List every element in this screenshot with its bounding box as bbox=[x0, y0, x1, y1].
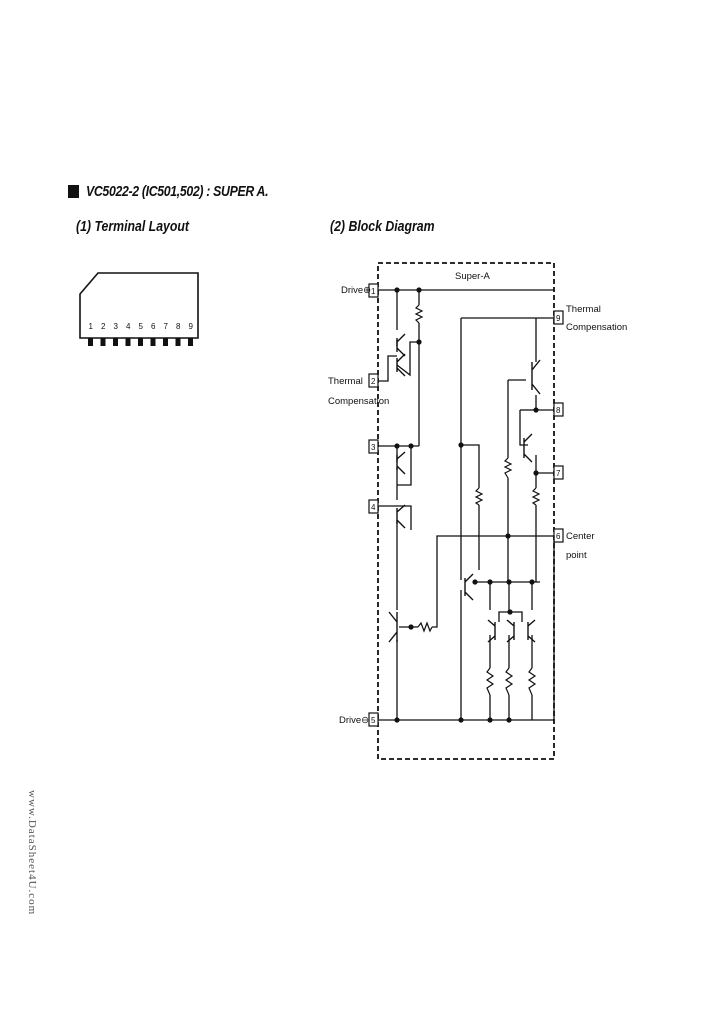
super-a-label: Super-A bbox=[455, 271, 491, 282]
terminal-number: 2 bbox=[371, 377, 376, 386]
center-point-label-line2: point bbox=[566, 550, 587, 561]
terminal-boxes bbox=[368, 283, 564, 727]
thermal-label-right-line1: Thermal bbox=[566, 304, 601, 315]
pin-number: 8 bbox=[176, 322, 181, 331]
terminal-numbers: 1 2 3 4 5 9 8 7 6 bbox=[371, 287, 561, 725]
pin-number: 3 bbox=[114, 322, 119, 331]
center-point-label-line1: Center bbox=[566, 531, 595, 542]
terminal-layout-heading: (1) Terminal Layout bbox=[76, 218, 190, 235]
terminal-number: 9 bbox=[556, 314, 561, 323]
terminal-number: 3 bbox=[371, 443, 376, 452]
terminal-number: 5 bbox=[371, 716, 376, 725]
drive-plus-label: Drive⊕ bbox=[341, 285, 371, 296]
circuit-wiring bbox=[378, 289, 555, 721]
terminal-number: 1 bbox=[371, 287, 376, 296]
thermal-label-left-line1: Thermal bbox=[328, 376, 363, 387]
bullet-square-icon bbox=[68, 185, 79, 198]
terminal-number: 6 bbox=[556, 532, 561, 541]
super-a-dashed-box bbox=[377, 262, 555, 760]
watermark-text: www.DataSheet4U.com bbox=[26, 790, 38, 916]
terminal-number: 8 bbox=[556, 406, 561, 415]
pin-number: 4 bbox=[126, 322, 131, 331]
package-pin-numbers: 1 2 3 4 5 6 7 8 9 bbox=[89, 322, 194, 331]
thermal-label-left-line2: Compensation bbox=[328, 396, 389, 407]
package-pins bbox=[88, 338, 193, 346]
pin-number: 5 bbox=[139, 322, 144, 331]
transistor-symbols bbox=[388, 333, 541, 643]
terminal-number: 7 bbox=[556, 469, 561, 478]
pin-number: 6 bbox=[151, 322, 156, 331]
pin-number: 2 bbox=[101, 322, 106, 331]
section-header: VC5022-2 (IC501,502) : SUPER A. bbox=[68, 183, 308, 200]
junction-dots bbox=[394, 287, 539, 723]
thermal-label-right-line2: Compensation bbox=[566, 322, 627, 333]
pin-number: 1 bbox=[89, 322, 94, 331]
drive-minus-label: Drive⊖ bbox=[339, 715, 369, 726]
pin-number: 9 bbox=[189, 322, 194, 331]
resistor-symbols bbox=[414, 304, 541, 696]
block-diagram-heading: (2) Block Diagram bbox=[330, 218, 435, 235]
pin-number: 7 bbox=[164, 322, 169, 331]
page-title: VC5022-2 (IC501,502) : SUPER A. bbox=[86, 183, 269, 200]
terminal-number: 4 bbox=[371, 503, 376, 512]
watermark: www.DataSheet4U.com bbox=[18, 790, 42, 960]
